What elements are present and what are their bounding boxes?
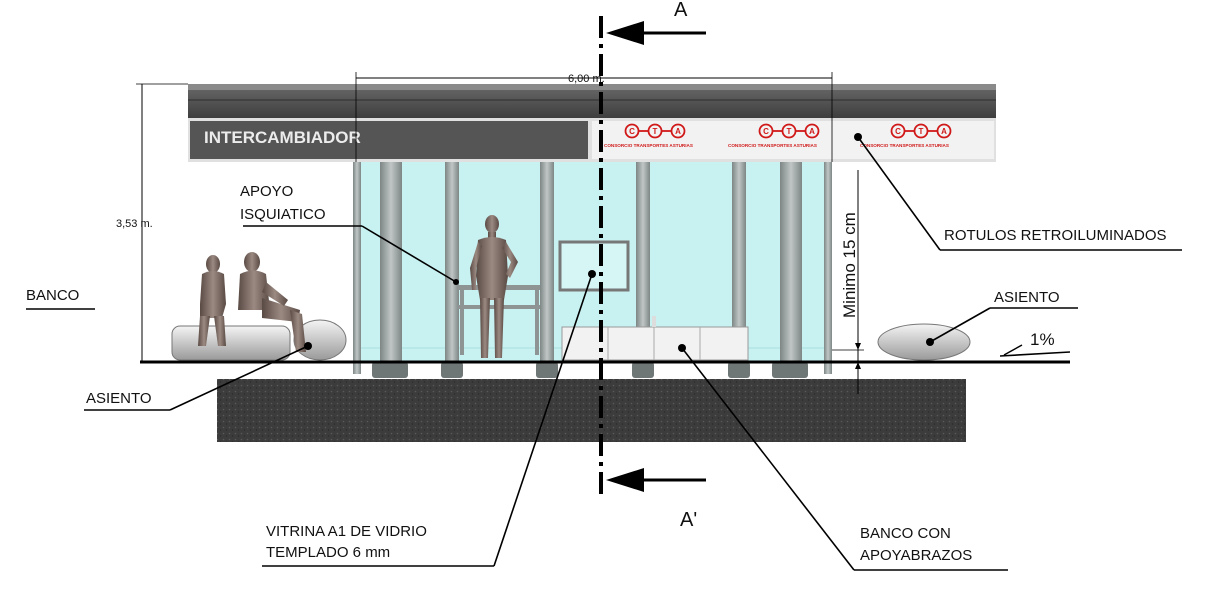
svg-text:T: T xyxy=(787,127,792,136)
section-arrow-top xyxy=(606,21,706,45)
cta-logo: C T A CONSORCIO TRANSPORTES ASTURIAS xyxy=(860,123,952,148)
label-apoyo-line2: ISQUIATICO xyxy=(240,206,326,223)
section-arrow-bottom xyxy=(606,468,706,492)
cta-logo: C T A CONSORCIO TRANSPORTES ASTURIAS xyxy=(604,123,693,148)
label-asiento-right: ASIENTO xyxy=(994,289,1060,306)
svg-text:C: C xyxy=(763,127,769,136)
svg-text:CONSORCIO TRANSPORTES ASTURIAS: CONSORCIO TRANSPORTES ASTURIAS xyxy=(604,143,693,148)
foundation-block xyxy=(217,379,966,442)
right-seat xyxy=(877,323,971,361)
label-vitrina-line1: VITRINA A1 DE VIDRIO xyxy=(266,523,427,540)
label-apoyo-line1: APOYO xyxy=(240,183,293,200)
width-dimension: 6,00 m. xyxy=(355,72,833,162)
section-label-bottom: A' xyxy=(680,509,697,531)
svg-text:A: A xyxy=(941,127,947,136)
sign-dark-panel xyxy=(190,121,588,159)
label-banco: BANCO xyxy=(26,287,79,304)
svg-text:C: C xyxy=(629,127,635,136)
slope-indicator: 1% xyxy=(999,330,1071,357)
min-clearance-value: Minimo 15 cm xyxy=(840,212,859,318)
label-asiento-left: ASIENTO xyxy=(86,390,152,407)
label-vitrina-line2: TEMPLADO 6 mm xyxy=(266,544,390,561)
vitrina-display-case xyxy=(558,240,630,292)
section-line: A A' xyxy=(599,0,706,531)
svg-text:A: A xyxy=(675,127,681,136)
height-dimension: 3,53 m. xyxy=(116,83,188,362)
svg-text:C: C xyxy=(895,127,901,136)
section-label-top: A xyxy=(674,0,688,21)
standing-person-figure xyxy=(470,215,518,358)
label-banco-con-line2: APOYABRAZOS xyxy=(860,547,972,564)
svg-text:A: A xyxy=(809,127,815,136)
svg-text:CONSORCIO TRANSPORTES ASTURIAS: CONSORCIO TRANSPORTES ASTURIAS xyxy=(728,143,817,148)
cta-logo: C T A CONSORCIO TRANSPORTES ASTURIAS xyxy=(728,123,820,148)
width-value: 6,00 m. xyxy=(568,73,605,85)
leader-dots xyxy=(304,133,934,352)
min-clearance-dimension: Minimo 15 cm xyxy=(832,170,864,394)
left-seating-group xyxy=(171,252,347,361)
height-value: 3,53 m. xyxy=(116,218,153,230)
svg-text:CONSORCIO TRANSPORTES ASTURIAS: CONSORCIO TRANSPORTES ASTURIAS xyxy=(860,143,949,148)
slope-value: 1% xyxy=(1030,330,1055,349)
svg-text:T: T xyxy=(919,127,924,136)
label-rotulos: ROTULOS RETROILUMINADOS xyxy=(944,227,1167,244)
label-banco-con-line1: BANCO CON xyxy=(860,525,951,542)
sign-panel: INTERCAMBIADOR C T A CONSORCIO TRANSPORT… xyxy=(190,121,994,159)
svg-text:T: T xyxy=(653,127,658,136)
sign-title: INTERCAMBIADOR xyxy=(204,128,361,147)
leader-lines xyxy=(26,136,1182,571)
shelter-posts xyxy=(353,162,832,378)
bench-with-armrests xyxy=(561,316,749,361)
